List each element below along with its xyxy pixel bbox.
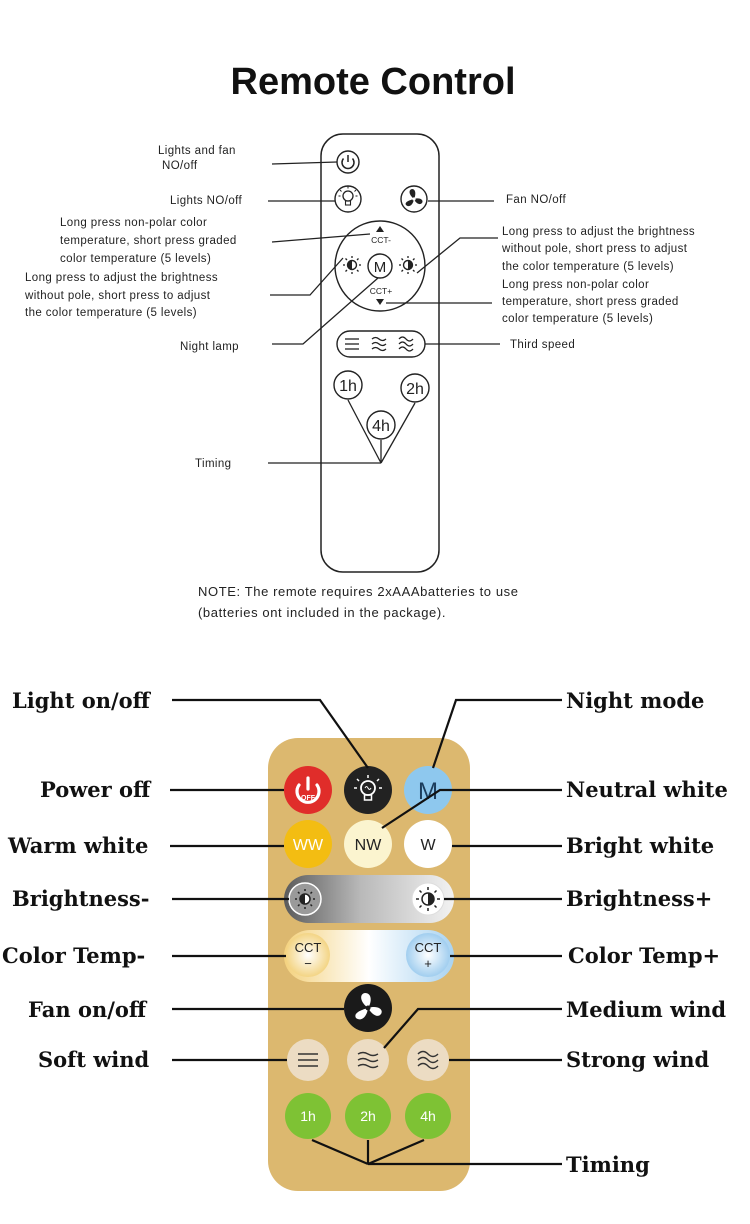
label-lights-and-fan: Lights and fan NO/off: [158, 145, 239, 172]
label-timing-2: Timing: [566, 1152, 650, 1177]
t2-label: 2h: [360, 1108, 376, 1124]
power-off-button: OFF: [284, 766, 332, 814]
nw-label: NW: [355, 837, 383, 854]
color-temp-minus-button: CCT −: [286, 933, 330, 977]
diagram2-callout-lines: [170, 698, 562, 1166]
timer-1h-label: 1h: [339, 378, 357, 395]
m-label: M: [418, 778, 438, 805]
label-third-speed: Third speed: [510, 339, 575, 351]
label-fan: Fan NO/off: [506, 194, 566, 206]
remote-outline-diagram: CCT- CCT+ M: [320, 133, 440, 573]
label-lights: Lights NO/off: [170, 195, 243, 207]
label-medium-wind: Medium wind: [566, 997, 726, 1022]
cct-plus-label: CCT+: [370, 286, 392, 296]
cct-minus-bottom: −: [304, 956, 312, 971]
page-title: Remote Control: [231, 61, 516, 103]
neutral-white-button: NW: [344, 820, 392, 868]
brightness-plus-icon: [399, 256, 417, 274]
brightness-minus-icon: [343, 256, 361, 274]
cct-minus-top: CCT: [295, 940, 322, 955]
label-power-off: Power off: [40, 777, 152, 802]
label-color-temp-minus: Color Temp-: [2, 943, 145, 968]
timer-4h-label: 4h: [372, 418, 390, 435]
wind-speed-icons: [345, 336, 414, 352]
timer-1h-button: 1h: [285, 1093, 331, 1139]
night-mode-button: M: [404, 766, 452, 814]
fan-onoff-button: [344, 984, 392, 1032]
label-night-lamp: Night lamp: [180, 341, 239, 353]
bulb-icon: [334, 185, 362, 213]
label-neutral-white: Neutral white: [566, 777, 728, 802]
label-brightness-left: Long press to adjust the brightness with…: [24, 272, 222, 319]
w-label: W: [420, 837, 436, 854]
timer-2h-outline: [400, 373, 430, 403]
label-brightness-minus: Brightness-: [12, 886, 149, 911]
label-light-onoff: Light on/off: [12, 688, 152, 713]
timer-2h-label: 2h: [406, 381, 424, 398]
t1-label: 1h: [300, 1108, 316, 1124]
brightness-plus-button: [411, 882, 445, 916]
off-label: OFF: [301, 795, 316, 802]
color-temp-plus-button: CCT +: [406, 933, 450, 977]
brightness-minus-button: [288, 882, 322, 916]
strong-wind-button: [407, 1039, 449, 1081]
label-cct-left: Long press non-polar color temperature, …: [60, 217, 240, 265]
remote-color-diagram: OFF M WW NW W: [268, 738, 470, 1191]
label-color-temp-plus: Color Temp+: [568, 943, 720, 968]
bright-white-button: W: [404, 820, 452, 868]
battery-note: NOTE: The remote requires 2xAAAbatteries…: [198, 584, 523, 620]
soft-wind-button: [287, 1039, 329, 1081]
warm-white-button: WW: [284, 820, 332, 868]
label-bright-white: Bright white: [566, 833, 714, 858]
t4-label: 4h: [420, 1108, 436, 1124]
ww-label: WW: [293, 837, 324, 854]
power-icon: [336, 150, 360, 174]
timer-2h-button: 2h: [345, 1093, 391, 1139]
cct-plus-top: CCT: [415, 940, 442, 955]
cct-minus-label: CCT-: [371, 235, 391, 245]
label-cct-right: Long press non-polar color temperature, …: [502, 279, 682, 325]
cct-plus-bottom: +: [424, 956, 432, 971]
fan-icon: [400, 185, 428, 213]
timer-4h-button: 4h: [405, 1093, 451, 1139]
label-warm-white: Warm white: [7, 833, 148, 858]
timer-1h-outline: [333, 370, 363, 400]
brightness-bar: [284, 875, 454, 923]
m-button-outline: [367, 253, 393, 279]
label-timing: Timing: [195, 458, 231, 470]
arrow-down-icon: [376, 299, 384, 305]
label-fan-onoff: Fan on/off: [28, 997, 148, 1022]
arrow-up-icon: [376, 226, 384, 232]
medium-wind-button: [347, 1039, 389, 1081]
label-night-mode: Night mode: [566, 688, 704, 713]
label-brightness-plus: Brightness+: [566, 886, 712, 911]
diagram1-callout-lines: [268, 161, 500, 464]
label-strong-wind: Strong wind: [566, 1047, 710, 1072]
timer-4h-outline: [366, 410, 396, 440]
label-soft-wind: Soft wind: [38, 1047, 150, 1072]
light-onoff-button: [344, 766, 392, 814]
label-brightness-right: Long press to adjust the brightness with…: [501, 226, 699, 273]
m-button-label: M: [374, 259, 387, 276]
